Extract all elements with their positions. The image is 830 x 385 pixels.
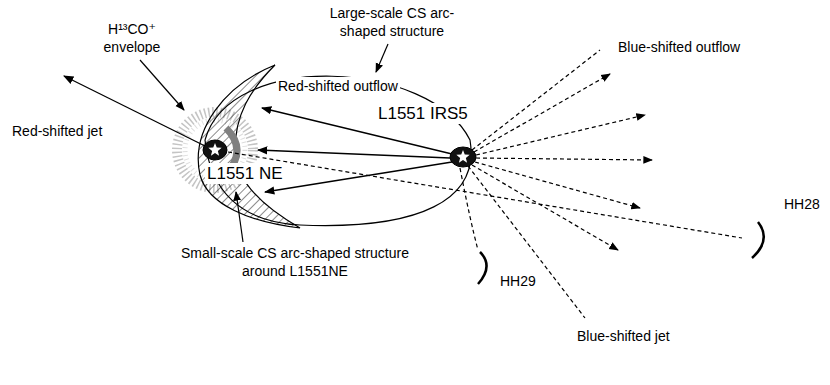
protostar-symbol [202, 139, 228, 161]
jet-label: Blue-shifted jet [575, 327, 672, 345]
protostar-node: L1551 IRS5 [449, 146, 477, 168]
source-name: L1551 NE [205, 163, 285, 184]
source-name: L1551 IRS5 [376, 103, 470, 124]
structure-label: Large-scale CS arc-shaped structure [315, 4, 469, 40]
red-outflow-arrows [64, 76, 452, 192]
protostar-node: L1551 NE [202, 139, 228, 161]
envelope-label: H¹³CO⁺ envelope [90, 20, 174, 56]
outflow-label: Blue-shifted outflow [616, 38, 742, 56]
object-label: HH28 [782, 195, 822, 213]
object-label: HH29 [498, 272, 538, 290]
large-scale-loop [205, 76, 471, 225]
outflow-label: Red-shifted outflow [276, 77, 400, 95]
leader-arrows [140, 44, 388, 242]
structure-label: Small-scale CS arc-shaped structure arou… [168, 244, 422, 280]
protostar-symbol [449, 146, 477, 168]
hh29-bow [478, 252, 487, 284]
hh28-bow [752, 222, 764, 258]
jet-label: Red-shifted jet [10, 122, 104, 140]
